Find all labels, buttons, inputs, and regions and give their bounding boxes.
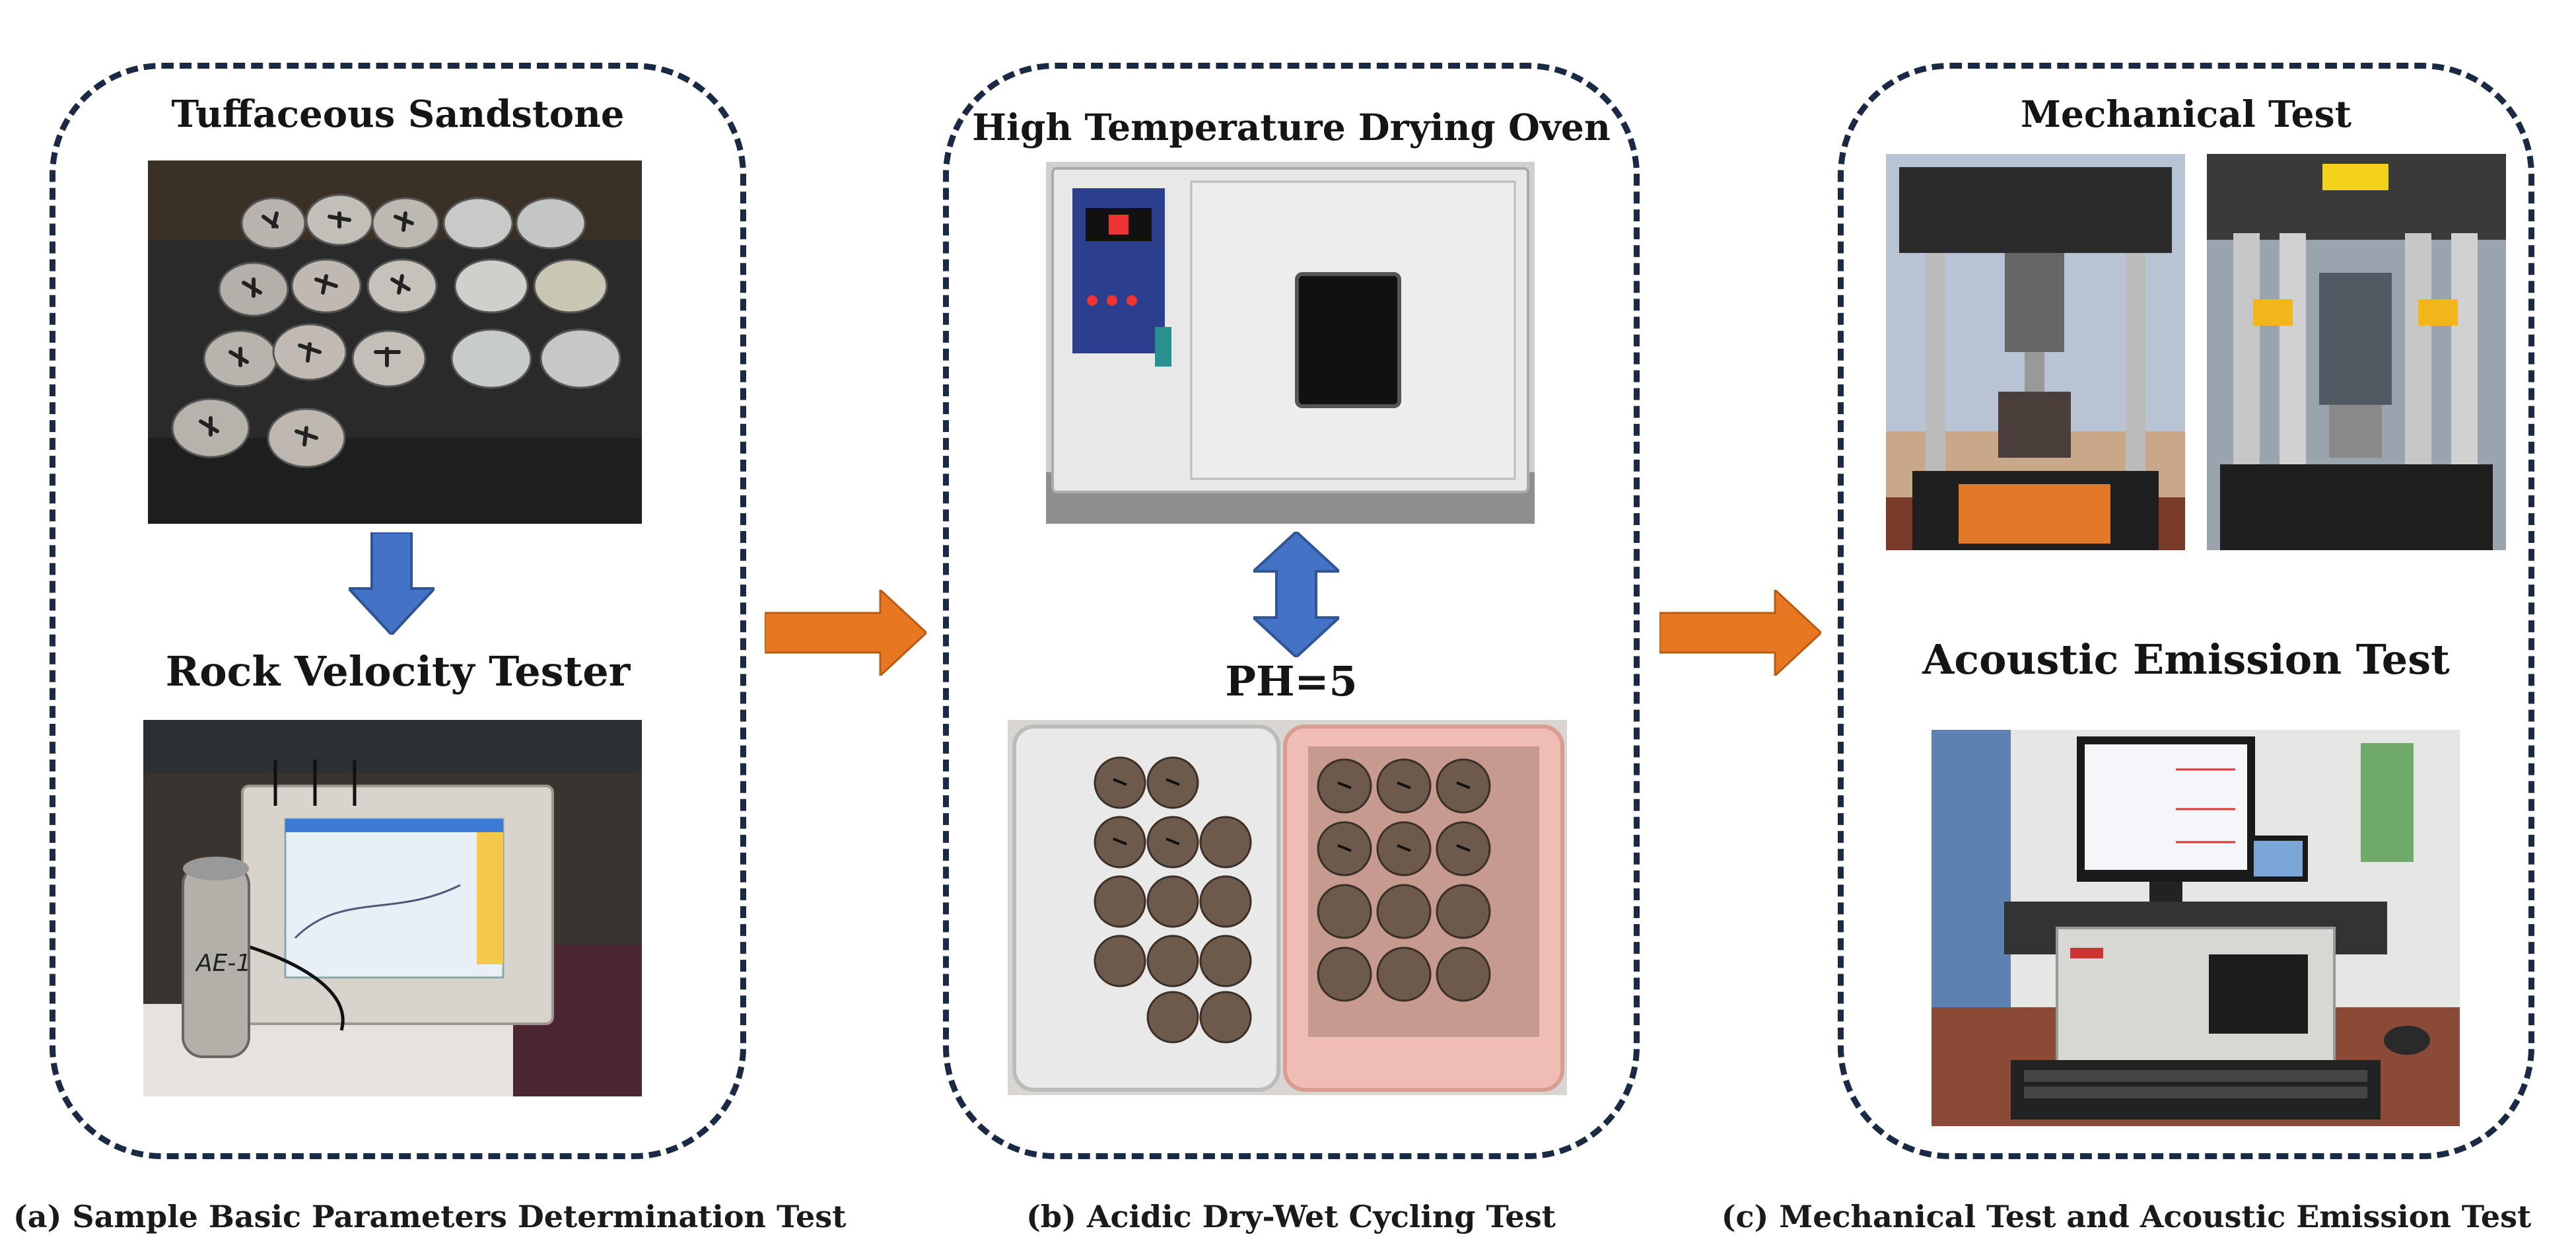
velocity-cylinder-label: AE-1 [195,950,251,977]
sandstone-samples-photo [148,160,642,524]
panel-b-title-drying-oven: High Temperature Drying Oven [972,106,1611,149]
panel-b-frame [943,63,1640,1159]
panel-a-title-rock-velocity-tester: Rock Velocity Tester [165,647,631,695]
panel-c-title-acoustic-emission-test: Acoustic Emission Test [1922,635,2450,684]
down-arrow-icon [349,532,435,635]
panel-a-title-tuffaceous-sandstone: Tuffaceous Sandstone [171,92,625,136]
rock-velocity-tester-photo: AE-1 [143,720,642,1096]
mechanical-test-machine-photo-2 [2207,154,2506,550]
acid-soaking-samples-photo [1008,720,1567,1095]
panel-c-caption: (c) Mechanical Test and Acoustic Emissio… [1721,1199,2532,1234]
panel-c-title-mechanical-test: Mechanical Test [2020,92,2351,135]
drying-oven-photo [1046,162,1535,524]
panel-b-caption: (b) Acidic Dry-Wet Cycling Test [1026,1199,1556,1234]
panel-a-caption: (a) Sample Basic Parameters Determinatio… [13,1199,847,1234]
panel-c-frame [1838,63,2534,1159]
mechanical-test-machine-photo-1 [1886,154,2185,550]
panel-b-label-ph: PH=5 [1225,657,1358,705]
panel-a-frame [50,63,746,1159]
up-down-arrow-icon [1253,532,1339,657]
right-arrow-icon [1659,590,1821,676]
acoustic-emission-system-photo [1932,730,2460,1126]
right-arrow-icon [765,590,926,676]
